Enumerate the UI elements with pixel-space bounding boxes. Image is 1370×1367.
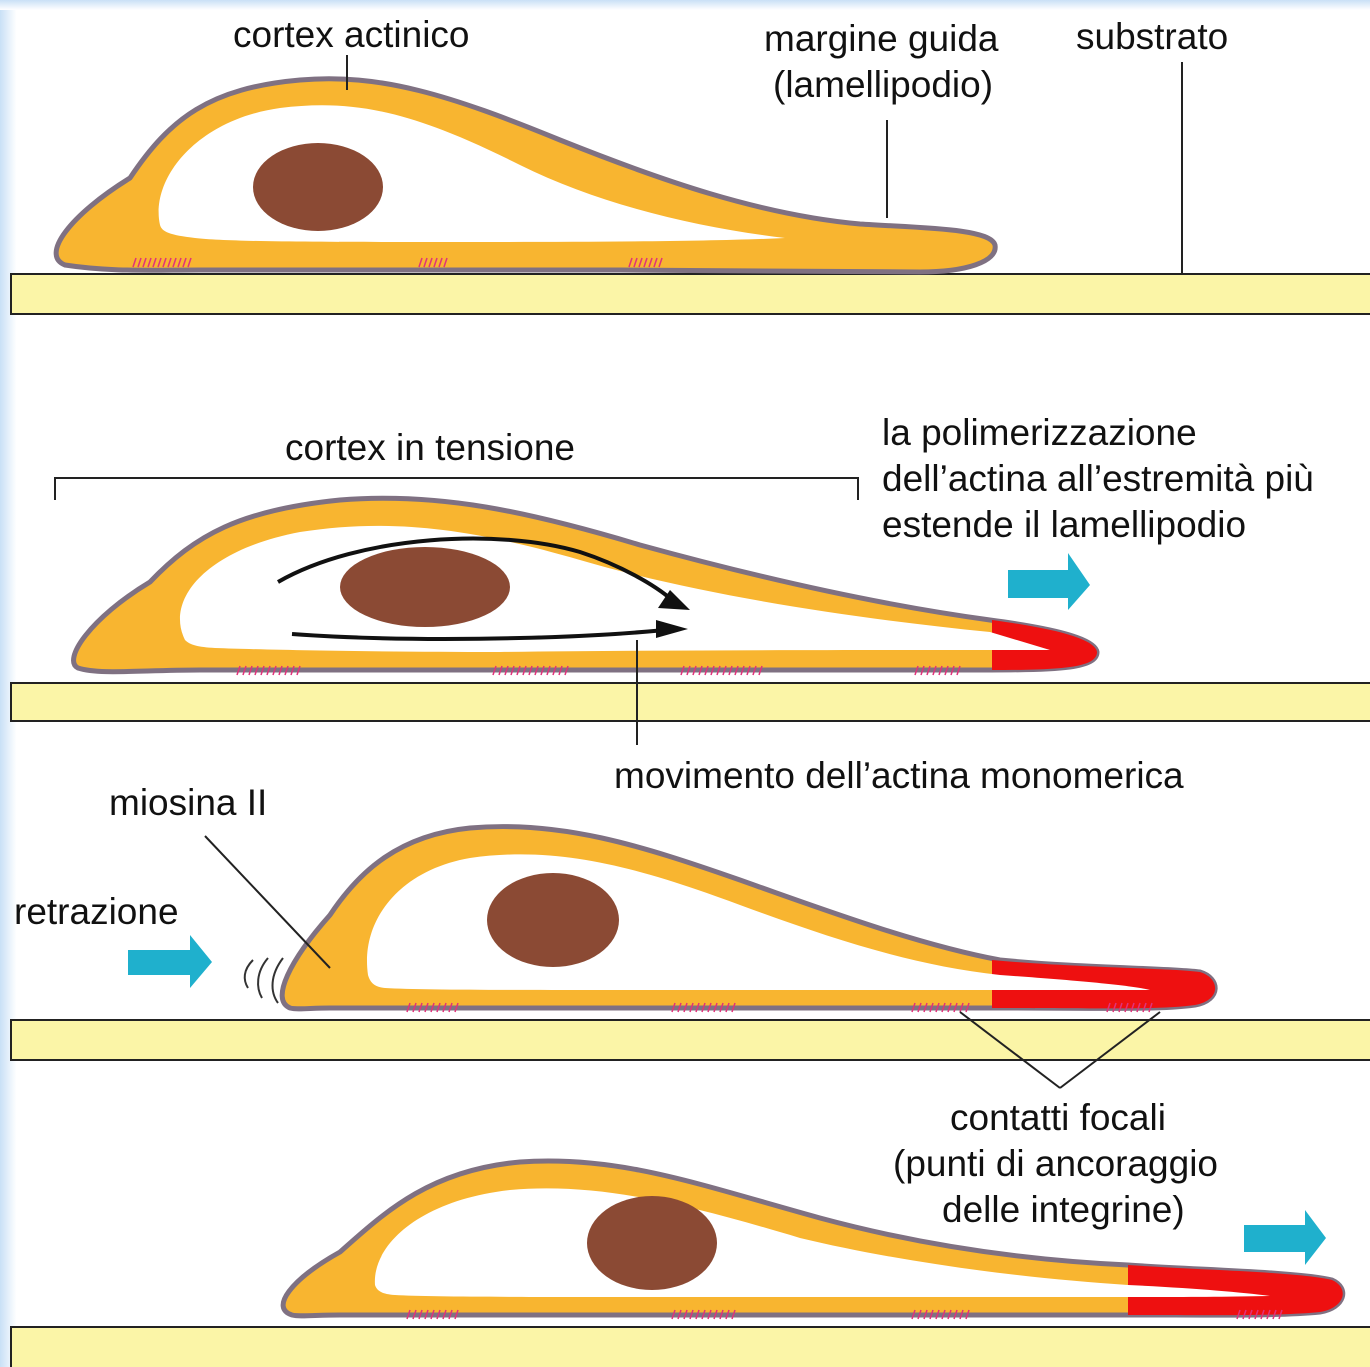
label-miosina: miosina II [109, 782, 267, 823]
label-cortex-tensione: cortex in tensione [285, 427, 575, 468]
cell-1-nucleus [253, 143, 383, 231]
label-contatti-1: contatti focali [950, 1097, 1166, 1138]
label-lamellipodio: (lamellipodio) [773, 64, 993, 105]
cell-4-nucleus [587, 1196, 717, 1290]
label-contatti-2: (punti di ancoraggio [893, 1143, 1218, 1184]
cell-2-nucleus [340, 547, 510, 627]
cell-3-nucleus [487, 873, 619, 967]
label-margine-guida: margine guida [764, 18, 999, 59]
substrate-2 [11, 683, 1370, 721]
label-polimerizzazione-2: dell’actina all’estremità più [882, 458, 1314, 499]
label-polimerizzazione-1: la polimerizzazione [882, 412, 1197, 453]
label-retrazione: retrazione [14, 891, 179, 932]
label-cortex-actinico: cortex actinico [233, 14, 470, 55]
substrate-1 [11, 274, 1370, 314]
label-movimento: movimento dell’actina monomerica [614, 755, 1184, 796]
substrate-4 [11, 1327, 1370, 1367]
substrate-3 [11, 1020, 1370, 1060]
background-top-edge [0, 0, 1370, 10]
label-polimerizzazione-3: estende il lamellipodio [882, 504, 1246, 545]
label-substrato: substrato [1076, 16, 1228, 57]
label-contatti-3: delle integrine) [942, 1189, 1185, 1230]
